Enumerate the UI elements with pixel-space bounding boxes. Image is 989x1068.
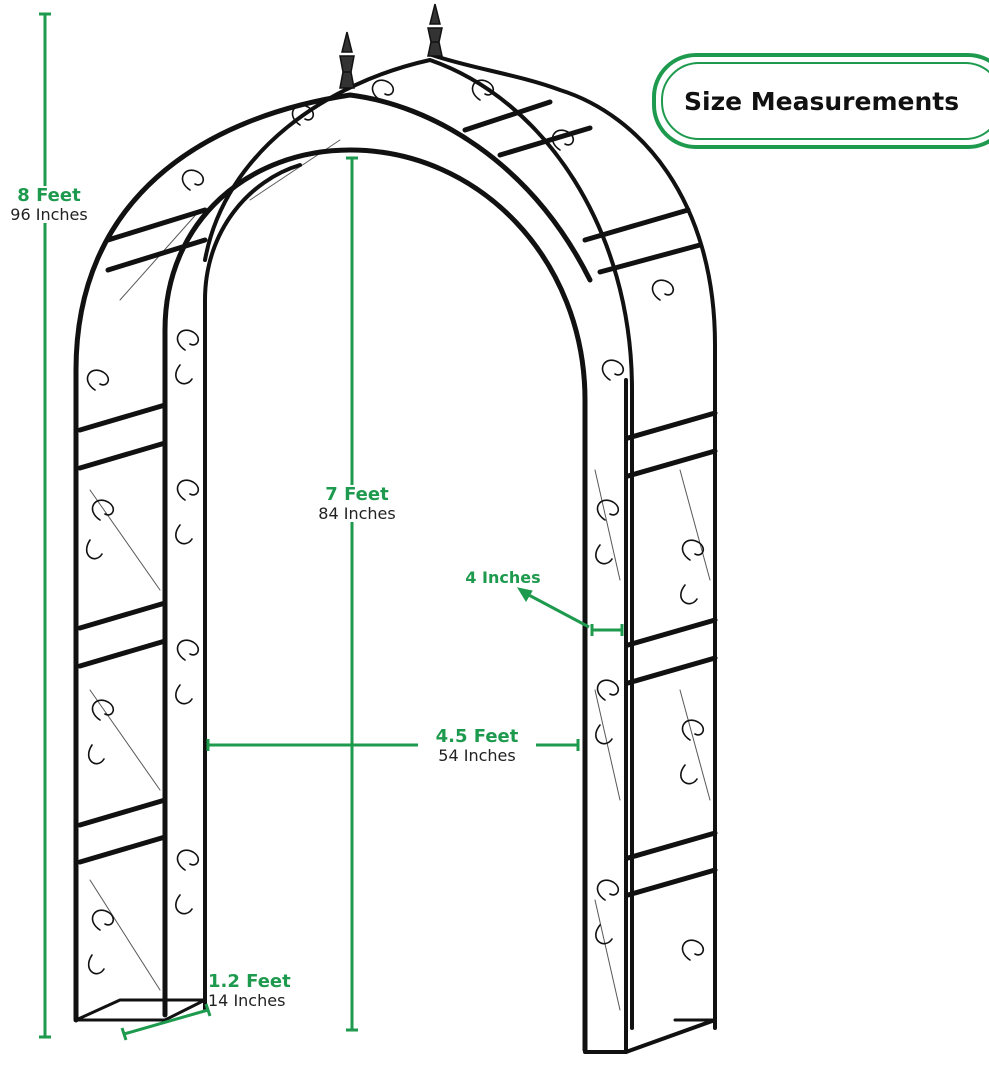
finial-icons: [339, 3, 443, 89]
depth-feet: 1.2 Feet: [208, 971, 291, 992]
badge-inner-border: [661, 62, 989, 140]
arch-rear-outer-rail: [203, 58, 634, 1030]
arch-right-outer-post: [583, 1018, 717, 1054]
inner-width-inches: 54 Inches: [438, 745, 516, 765]
bar-width-dimension-line: [516, 587, 624, 636]
depth-label: 1.2 Feet 14 Inches: [208, 972, 300, 1009]
total-height-inches: 96 Inches: [10, 204, 88, 224]
total-height-dimension-line: [39, 12, 51, 1039]
inner-width-feet: 4.5 Feet: [435, 726, 519, 747]
total-height-feet: 8 Feet: [17, 185, 81, 206]
right-crossbars: [462, 99, 718, 898]
bar-width-label: 4 Inches: [455, 569, 551, 587]
total-height-label: 8 Feet 96 Inches: [0, 185, 98, 224]
inner-height-inches: 84 Inches: [318, 503, 396, 523]
depth-inches: 14 Inches: [208, 990, 286, 1010]
left-crossbars: [77, 207, 208, 865]
arch-front-outer-rail: [73, 92, 593, 1023]
inner-width-label: 4.5 Feet 54 Inches: [418, 726, 536, 765]
decorative-scrolls: [85, 79, 705, 975]
depth-dimension-line: [120, 1003, 212, 1041]
right-base-frame: [583, 1018, 717, 1054]
arch-front-inner-left-rail: [203, 163, 302, 1012]
arch-front-inner-rail: [162, 147, 588, 1053]
arch-rear-inner-rail: [430, 53, 717, 1030]
inner-height-feet: 7 Feet: [325, 484, 389, 505]
page-title: Size Measurements: [684, 86, 960, 116]
arrow-head-icon: [516, 587, 533, 602]
left-finial-icon: [339, 31, 355, 89]
inner-height-label: 7 Feet 84 Inches: [303, 484, 411, 523]
inner-height-dimension-line: [346, 156, 358, 1032]
bar-width-inches: 4 Inches: [465, 568, 541, 587]
right-finial-icon: [427, 3, 443, 57]
size-measurements-badge: Size Measurements: [652, 53, 989, 149]
diagonal-braces: [89, 139, 711, 1011]
left-base-frame: [74, 998, 207, 1022]
